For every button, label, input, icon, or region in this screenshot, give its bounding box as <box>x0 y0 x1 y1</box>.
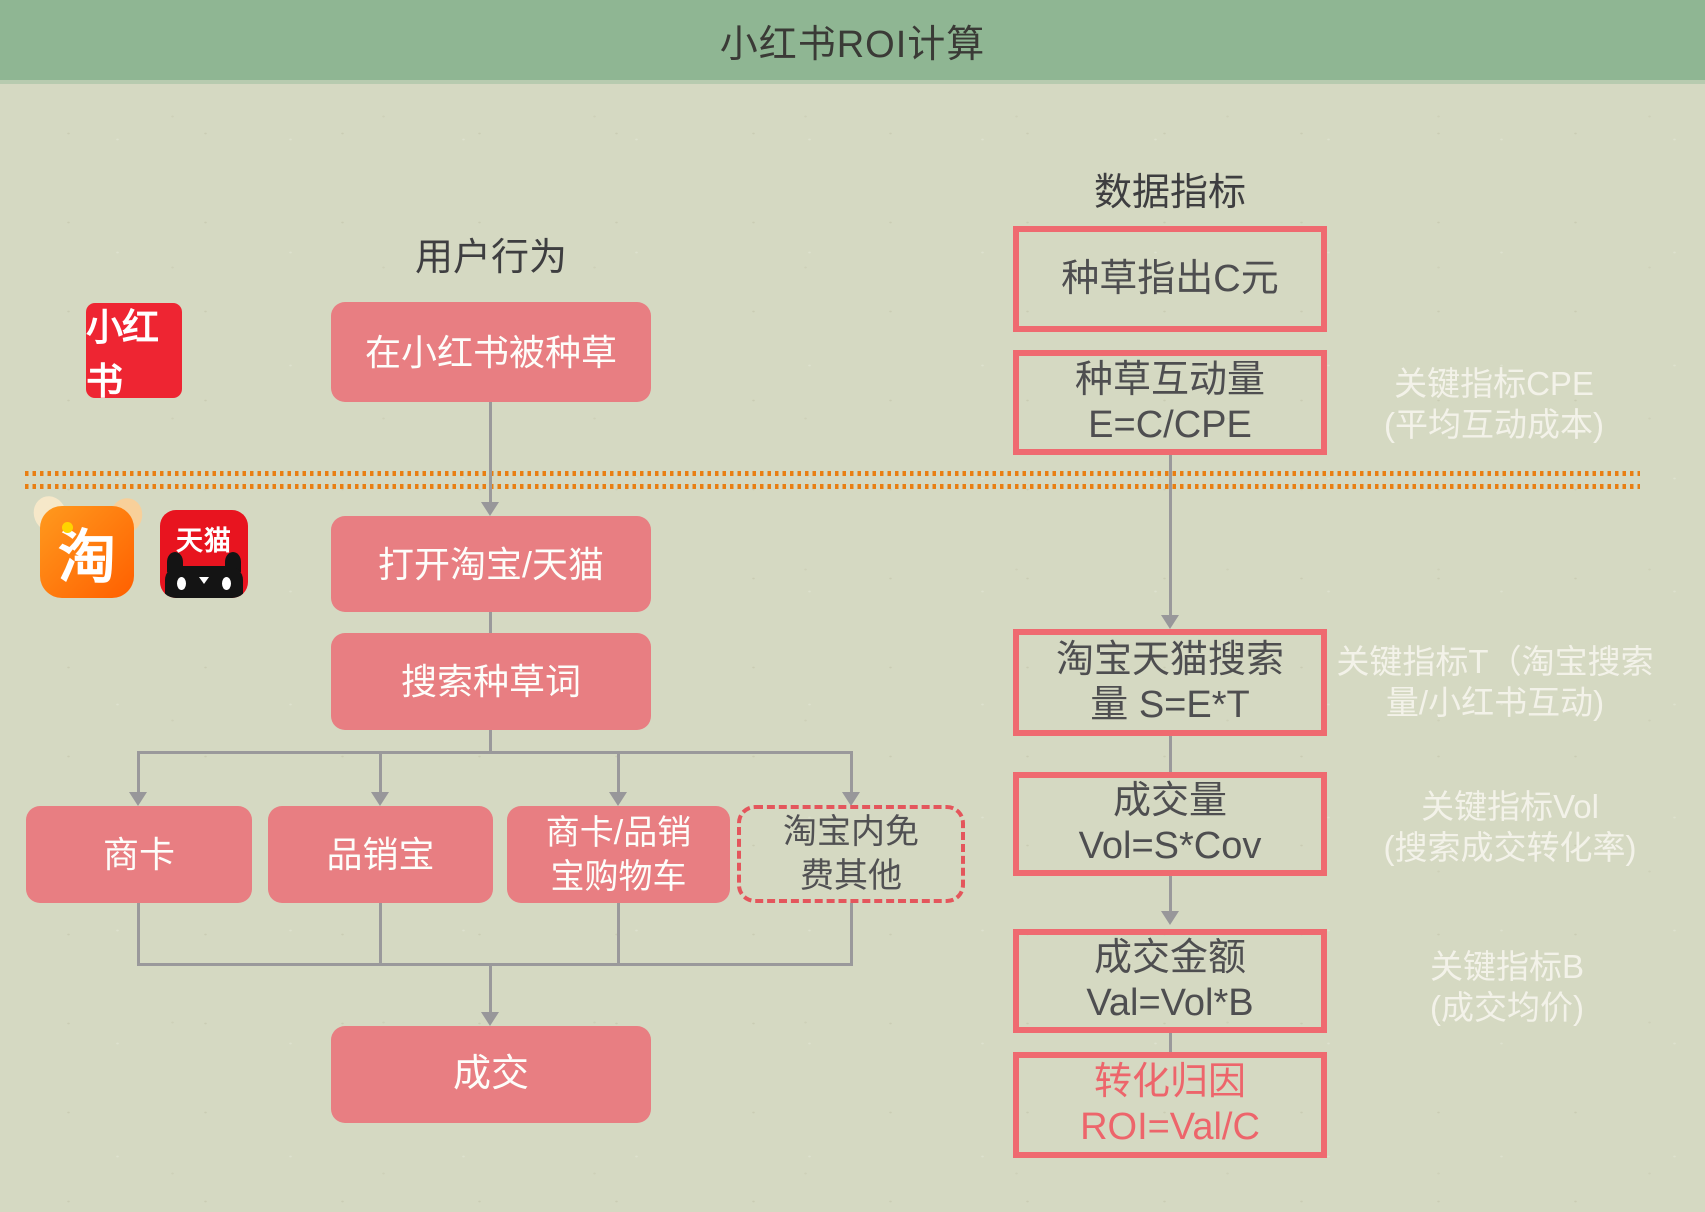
connector-step3-branch <box>489 730 492 751</box>
annotation-line2: 量/小红书互动) <box>1385 684 1605 721</box>
branch-drop-3 <box>617 751 620 793</box>
final-box-label: 成交 <box>452 1053 529 1095</box>
metric-box-engagement: 种草互动量 E=C/CPE <box>1013 350 1327 455</box>
connector-dealvalue-roi <box>1169 1033 1172 1052</box>
metric-label-line2: Vol=S*Cov <box>1078 825 1262 867</box>
annotation-line1: 关键指标CPE <box>1394 365 1594 402</box>
metric-label-line1: 淘宝天猫搜索 <box>1055 638 1284 681</box>
metric-box-deal-volume: 成交量 Vol=S*Cov <box>1013 772 1327 876</box>
channel-label: 品销宝 <box>326 834 435 875</box>
connector-dealvolume-dealvalue <box>1169 876 1172 912</box>
channel-box-pinxiaobao: 品销宝 <box>268 806 493 903</box>
branch-drop-2 <box>379 751 382 793</box>
connector-search-dealvolume <box>1169 736 1172 772</box>
arrowhead-into-channel-1 <box>129 792 147 806</box>
merge-drop-3 <box>617 903 620 963</box>
tmall-cat-nose <box>199 577 209 584</box>
step-box-label: 打开淘宝/天猫 <box>377 543 604 585</box>
annotation-t: 关键指标T（淘宝搜索 量/小红书互动) <box>1314 641 1676 723</box>
metric-label-line1: 种草互动量 <box>1074 358 1265 401</box>
metric-box-seeding-spend: 种草指出C元 <box>1013 226 1327 332</box>
metric-label-line2: E=C/CPE <box>1088 403 1252 446</box>
arrowhead-into-step2 <box>481 502 499 516</box>
arrowhead-into-channel-4 <box>842 792 860 806</box>
metric-box-deal-value: 成交金额 Val=Vol*B <box>1013 929 1327 1033</box>
channel-box-cart: 商卡/品销 宝购物车 <box>507 806 730 903</box>
annotation-line2: (成交均价) <box>1430 989 1584 1026</box>
annotation-line1: 关键指标Vol <box>1421 788 1599 825</box>
dotted-separator-row1 <box>25 471 1640 476</box>
title-bar: 小红书ROI计算 <box>0 0 1705 84</box>
connector-step1-step2 <box>489 402 492 502</box>
branch-drop-1 <box>137 751 140 793</box>
arrowhead-into-final <box>481 1012 499 1026</box>
annotation-line2: (平均互动成本) <box>1384 406 1604 443</box>
channel-label-line1: 商卡/品销 <box>545 813 692 852</box>
channel-box-free-other: 淘宝内免 费其他 <box>737 805 965 903</box>
metric-label-line2: 量 S=E*T <box>1090 683 1250 726</box>
taobao-logo-dot <box>62 522 73 533</box>
channel-label-line1: 淘宝内免 <box>783 813 919 851</box>
tmall-logo-text: 天猫 <box>176 526 232 556</box>
annotation-b: 关键指标B (成交均价) <box>1356 946 1658 1028</box>
taobao-logo-square: 淘 <box>40 506 134 598</box>
merge-line <box>137 963 853 966</box>
metric-label-line1: 成交量 <box>1112 780 1227 822</box>
right-column-header: 数据指标 <box>1093 172 1246 214</box>
dotted-separator-row2 <box>25 484 1640 489</box>
taobao-logo-icon: 淘 <box>28 491 148 598</box>
taobao-logo-text: 淘 <box>57 525 116 590</box>
metric-box-search-volume: 淘宝天猫搜索 量 S=E*T <box>1013 629 1327 736</box>
merge-drop-4 <box>850 903 853 963</box>
annotation-cpe: 关键指标CPE (平均互动成本) <box>1343 363 1645 445</box>
merge-drop-1 <box>137 903 140 963</box>
page-title: 小红书ROI计算 <box>719 23 986 66</box>
step-box-label: 在小红书被种草 <box>364 331 617 373</box>
step-box-label: 搜索种草词 <box>400 661 581 702</box>
branch-drop-4 <box>850 751 853 793</box>
step-box-search-keyword: 搜索种草词 <box>331 633 651 730</box>
annotation-line2: (搜索成交转化率) <box>1383 829 1637 866</box>
arrowhead-into-channel-2 <box>371 792 389 806</box>
metric-label-line1: 转化归因 <box>1093 1061 1246 1103</box>
channel-label: 商卡 <box>102 834 175 875</box>
left-column-header: 用户行为 <box>414 237 567 279</box>
channel-label-line2: 费其他 <box>800 857 902 895</box>
metric-label-line2: Val=Vol*B <box>1086 982 1254 1024</box>
metric-label-line1: 成交金额 <box>1093 937 1246 979</box>
merge-drop-2 <box>379 903 382 963</box>
connector-merge-final <box>489 963 492 1012</box>
xiaohongshu-logo-text: 小红书 <box>86 306 159 402</box>
annotation-vol: 关键指标Vol (搜索成交转化率) <box>1359 786 1661 868</box>
metric-label-line2: ROI=Val/C <box>1080 1106 1260 1148</box>
annotation-line1: 关键指标B <box>1429 948 1584 985</box>
step-box-open-taobao-tmall: 打开淘宝/天猫 <box>331 516 651 612</box>
channel-box-shangka: 商卡 <box>26 806 252 903</box>
branch-line <box>138 751 853 754</box>
metric-box-roi: 转化归因 ROI=Val/C <box>1013 1052 1327 1158</box>
final-box-deal: 成交 <box>331 1026 651 1123</box>
arrowhead-into-search-volume <box>1161 615 1179 629</box>
step-box-seeded-on-xiaohongshu: 在小红书被种草 <box>331 302 651 402</box>
arrowhead-into-deal-value <box>1161 911 1179 925</box>
channel-label-line2: 宝购物车 <box>550 857 687 896</box>
arrowhead-into-channel-3 <box>609 792 627 806</box>
xiaohongshu-logo-icon: 小红书 <box>86 303 182 402</box>
metric-label: 种草指出C元 <box>1061 257 1279 300</box>
connector-engagement-search <box>1169 455 1172 615</box>
annotation-line1: 关键指标T（淘宝搜索 <box>1336 643 1654 680</box>
tmall-cat-eye-left <box>177 577 186 590</box>
tmall-logo-icon: 天猫 <box>160 510 248 598</box>
tmall-cat-eye-right <box>222 577 231 590</box>
connector-step2-step3 <box>489 612 492 633</box>
